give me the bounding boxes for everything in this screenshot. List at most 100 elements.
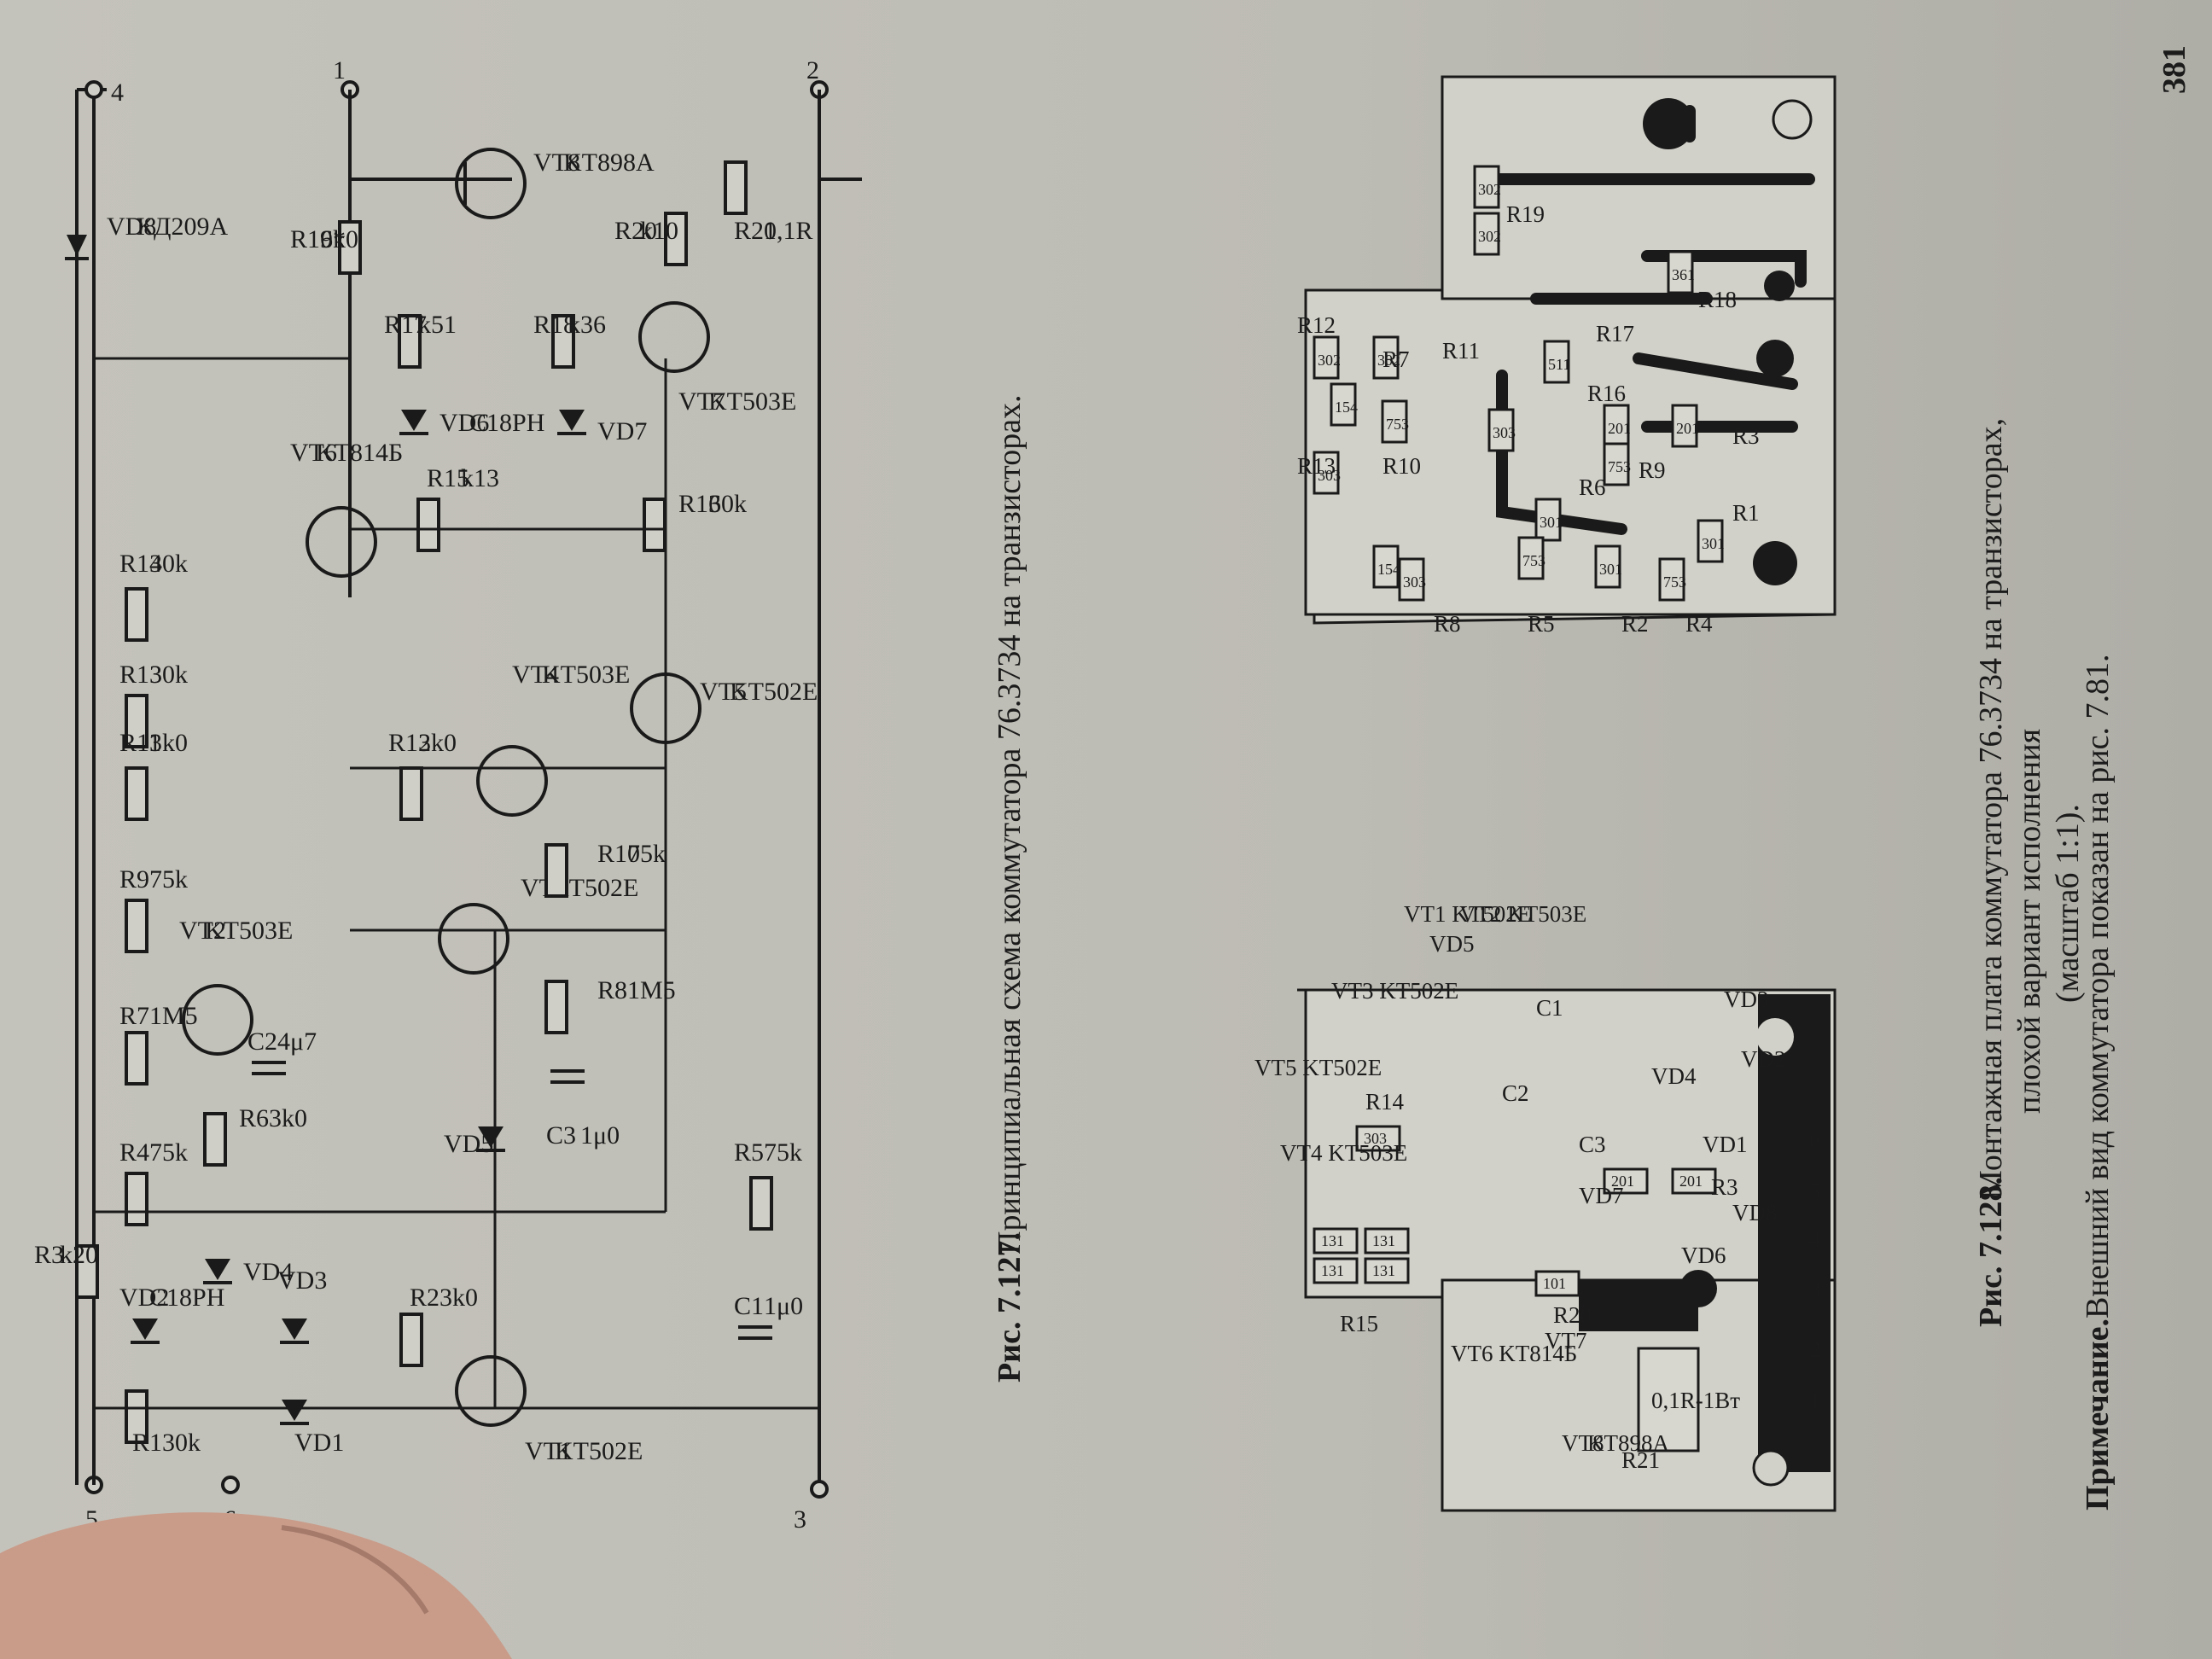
- thumb: [0, 1512, 512, 1659]
- resistor-r1: [125, 1389, 148, 1444]
- resistor-r9: [125, 899, 148, 953]
- note-text: Внешний вид коммутатора показан на рис. …: [2080, 655, 2116, 1318]
- vt5-ref: VT5: [700, 678, 747, 706]
- pcb-label-r11: R11: [1442, 338, 1480, 364]
- resistor-r2: [399, 1313, 423, 1367]
- resistor-r21: [724, 160, 748, 215]
- r16-value: 30k: [708, 490, 747, 518]
- r7-ref: R7: [119, 1002, 149, 1030]
- chip-302-c: 302: [1318, 352, 1341, 369]
- diode-vd4: [203, 1259, 232, 1284]
- chip-201-a: 201: [1608, 420, 1631, 437]
- caption-7-128-line2: плохой вариант исполнения: [2011, 729, 2047, 1114]
- r9-ref: R9: [119, 865, 149, 894]
- vt2-ref: VT2: [179, 917, 226, 945]
- vd5-ref: VD5: [444, 1130, 493, 1158]
- vd7-ref: VD7: [597, 417, 647, 445]
- pcb2-r21: [1637, 1347, 1700, 1452]
- vd8-value: КД209А: [137, 212, 228, 241]
- resistor-r11: [125, 766, 148, 821]
- pcb2-r21-ref: R21: [1621, 1447, 1660, 1473]
- c3-ref: C3: [546, 1121, 576, 1150]
- zener-vd6: [399, 410, 428, 435]
- chip-511: 511: [1548, 356, 1570, 373]
- r17-ref: R17: [384, 311, 427, 339]
- terminal-6: [221, 1476, 240, 1494]
- pcb-label-r1: R1: [1732, 500, 1760, 526]
- vd1-ref: VD1: [294, 1429, 344, 1457]
- terminal-3-label: 3: [794, 1505, 806, 1534]
- chip-301-b: 301: [1599, 561, 1622, 578]
- terminal-4: [84, 80, 103, 99]
- c1-ref: C1: [734, 1292, 764, 1320]
- pcb2-vt8-label: VT8: [1562, 1430, 1604, 1456]
- pcb2-vd1-label: VD1: [1703, 1132, 1748, 1157]
- pcb2-r14-label: R14: [1365, 1089, 1405, 1115]
- c1-value: 1μ0: [764, 1292, 803, 1320]
- pcb2-r15-label: R15: [1340, 1311, 1378, 1336]
- pin-3-label: 3: [1809, 1277, 1821, 1302]
- resistor-r19: [338, 220, 362, 275]
- r8-value: 1M5: [627, 976, 676, 1004]
- resistor-r16: [643, 498, 667, 552]
- pcb2-r20-label: R20: [1553, 1302, 1592, 1328]
- pcb-label-r8: R8: [1434, 611, 1461, 637]
- transistor-vt3: [438, 903, 509, 975]
- pcb2-r21-value: 0,1R-1Вт: [1651, 1388, 1740, 1413]
- pcb-label-r13: R13: [1297, 453, 1336, 479]
- diode-vd1: [280, 1400, 309, 1425]
- chip-154-a: 154: [1335, 399, 1358, 416]
- transistor-vt6: [306, 506, 377, 578]
- vd8-ref: VD8: [107, 212, 156, 241]
- r13-ref: R13: [119, 661, 162, 689]
- pcb-label-r7: R7: [1382, 346, 1410, 372]
- schematic: 4 1 2 5 6 3 VD8 КД209А R19* 6k0 VT8 K: [34, 56, 1027, 1534]
- r20-value: k10: [640, 217, 678, 245]
- vt1-ref: VT1: [525, 1437, 572, 1465]
- vt6-ref: VT6: [290, 439, 337, 467]
- page-number: 381: [2157, 45, 2192, 94]
- pcb-label-r16: R16: [1587, 381, 1626, 406]
- caption-7-128: Рис. 7.128. Монтажная плата коммутатора …: [1973, 418, 2086, 1327]
- pin-4-label: 4: [1809, 1225, 1821, 1251]
- pcb2-vt8-pad: [1579, 1280, 1698, 1331]
- pcb2-vd2-label: VD2: [1741, 1046, 1786, 1072]
- diode-vd8: [65, 235, 89, 260]
- resistor-r13: [125, 694, 148, 748]
- chip-303-b: 303: [1318, 467, 1341, 484]
- pcb2-vd8-label: VD8: [1732, 1200, 1778, 1225]
- transistor-vt1: [455, 1355, 527, 1427]
- r1-value: 30k: [162, 1429, 201, 1457]
- pcb2-hole-top: [1756, 1018, 1794, 1056]
- pcb2-c1-label: C1: [1536, 995, 1563, 1021]
- resistor-r14: [125, 587, 148, 642]
- r16-ref: R16: [678, 490, 721, 518]
- pcb2-vt8-type: KT898A: [1587, 1430, 1669, 1456]
- caption-7-128-num: Рис. 7.128.: [1973, 1177, 2009, 1327]
- resistor-r5: [749, 1176, 773, 1231]
- pcb2-chip-131-b: 131: [1321, 1262, 1344, 1279]
- chip-201-b: 201: [1676, 420, 1699, 437]
- pcb2-vd7-label: VD7: [1579, 1183, 1624, 1208]
- caption-7-127: Рис. 7.127. Принципиальная схема коммута…: [992, 394, 1027, 1382]
- chip-753-b: 753: [1608, 458, 1631, 475]
- r21-ref: R21: [734, 217, 777, 245]
- chip-303-c: 303: [1403, 573, 1426, 591]
- transistor-vt7: [638, 301, 710, 373]
- r12-value: 3k0: [418, 729, 457, 757]
- resistor-r15: [416, 498, 440, 552]
- r15-value: k13: [461, 464, 499, 492]
- chip-302-d: 302: [1377, 352, 1400, 369]
- pcb-label-r10: R10: [1382, 453, 1421, 479]
- terminal-3: [810, 1480, 829, 1499]
- caption-7-128-line1: Монтажная плата коммутатора 76.3734 на т…: [1973, 418, 2009, 1199]
- pcb2-vt2-label: VT2 KT503E: [1459, 901, 1586, 927]
- pcb-component-layout: 1 2 3 4 5 6 0,1R-1Вт R21 VT8 KT898A 131 …: [1254, 901, 1837, 1512]
- chip-753-c: 753: [1522, 552, 1545, 569]
- pcb-label-r19: R19: [1506, 201, 1545, 227]
- r9-value: 75k: [149, 865, 188, 894]
- pcb2-vt4-label: VT4 KT503E: [1280, 1140, 1407, 1166]
- diode-vd5: [476, 1126, 505, 1152]
